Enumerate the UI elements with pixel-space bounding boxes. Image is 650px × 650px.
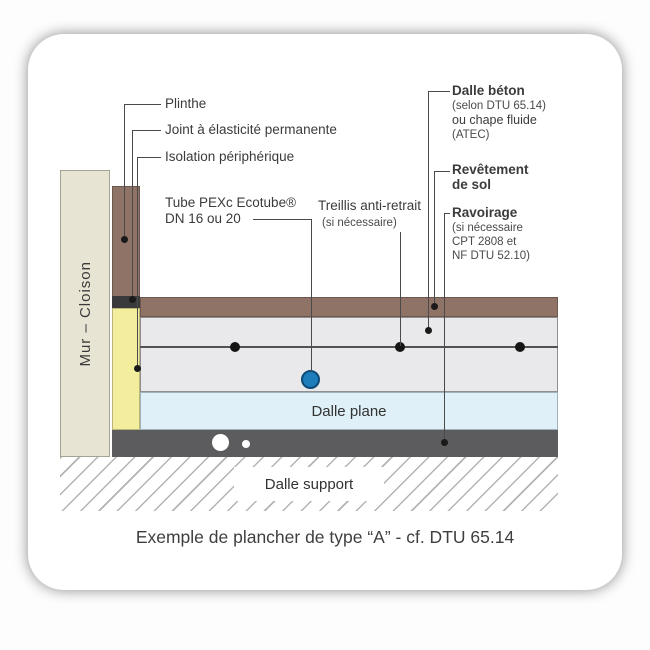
leader-isolation-v bbox=[137, 157, 138, 369]
flat-slab-layer: Dalle plane bbox=[140, 392, 558, 430]
anti-shrink-mesh-line bbox=[140, 346, 558, 348]
label-revetement-line1: Revêtement bbox=[452, 162, 529, 177]
label-ravoirage: Ravoirage bbox=[452, 205, 518, 220]
leader-joint-h bbox=[132, 130, 161, 131]
label-treillis-line2: (si nécessaire) bbox=[322, 217, 397, 229]
leader-tube-h bbox=[253, 219, 312, 220]
label-dalle-beton-sub1: (selon DTU 65.14) bbox=[452, 100, 546, 112]
label-revetement-line2: de sol bbox=[452, 177, 492, 192]
aggregate-dot-large bbox=[212, 434, 229, 451]
label-ravoirage-sub3: NF DTU 52.10) bbox=[452, 250, 530, 262]
aggregate-dot-small bbox=[242, 440, 250, 448]
label-ravoirage-sub1: (si nécessaire bbox=[452, 222, 523, 234]
leader-tube-v bbox=[311, 219, 312, 372]
leader-joint-v bbox=[132, 130, 133, 300]
anchor-dot-plinthe bbox=[121, 236, 128, 243]
anchor-dot-revetement bbox=[431, 303, 438, 310]
leader-treillis-v bbox=[400, 232, 401, 346]
wall-section: Mur – Cloison bbox=[60, 170, 110, 457]
leader-ravoirage-h bbox=[444, 213, 450, 214]
diagram-caption: Exemple de plancher de type “A” - cf. DT… bbox=[135, 527, 515, 547]
label-treillis-line1: Treillis anti-retrait bbox=[318, 198, 422, 213]
leader-ravoirage-v bbox=[444, 213, 445, 443]
leader-revetement-v bbox=[434, 171, 435, 307]
label-dalle-beton-sub3: (ATEC) bbox=[452, 129, 490, 141]
wall-label: Mur – Cloison bbox=[76, 260, 94, 367]
leader-isolation-h bbox=[137, 157, 161, 158]
support-slab-label-box: Dalle support bbox=[234, 467, 384, 501]
rebar-dot bbox=[515, 342, 525, 352]
flat-slab-label: Dalle plane bbox=[311, 402, 387, 420]
anchor-dot-ravoirage bbox=[441, 439, 448, 446]
rebar-dot bbox=[230, 342, 240, 352]
label-dalle-beton-sub2: ou chape fluide bbox=[452, 113, 537, 127]
label-dalle-beton: Dalle béton bbox=[452, 83, 525, 98]
leader-revetement-h bbox=[434, 171, 450, 172]
leader-dalle-beton-h bbox=[428, 91, 450, 92]
concrete-slab-layer bbox=[140, 317, 558, 392]
floor-covering-layer bbox=[140, 297, 558, 317]
anchor-dot-joint bbox=[129, 296, 136, 303]
rebar-dot bbox=[395, 342, 405, 352]
anchor-dot-isolation bbox=[134, 365, 141, 372]
pex-tube-marker bbox=[301, 370, 320, 389]
label-tube-line2: DN 16 ou 20 bbox=[165, 211, 241, 226]
leader-plinthe-v bbox=[124, 104, 125, 241]
label-tube-line1: Tube PEXc Ecotube® bbox=[165, 195, 297, 210]
label-ravoirage-sub2: CPT 2808 et bbox=[452, 236, 517, 248]
anchor-dot-dalle-beton bbox=[425, 327, 432, 334]
label-joint: Joint à élasticité permanente bbox=[165, 122, 337, 137]
label-plinthe: Plinthe bbox=[165, 96, 207, 111]
label-isolation: Isolation périphérique bbox=[165, 149, 295, 164]
leader-dalle-beton-v bbox=[428, 91, 429, 330]
support-slab-label: Dalle support bbox=[264, 475, 354, 493]
leader-plinthe-h bbox=[124, 104, 161, 105]
screed-layer bbox=[112, 430, 558, 457]
